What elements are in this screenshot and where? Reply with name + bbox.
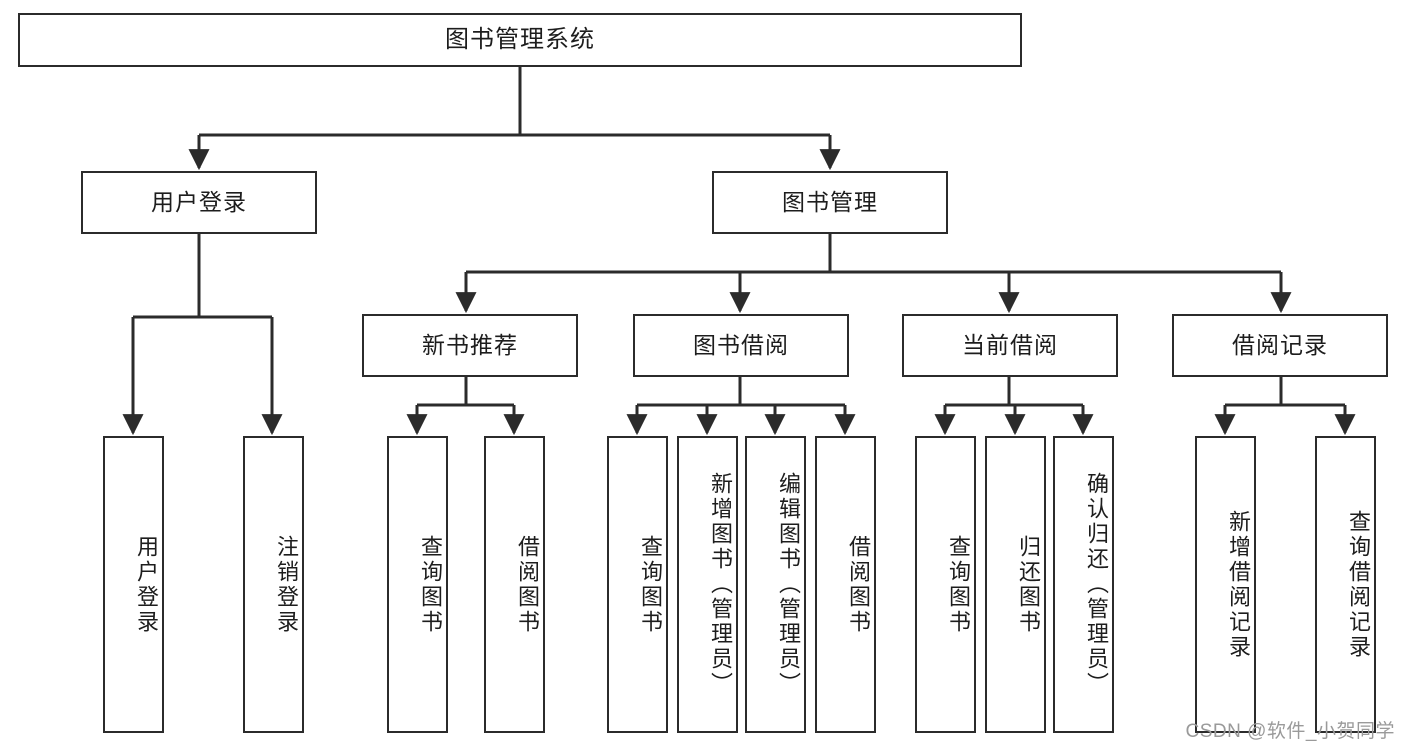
leaf-query-book-3[interactable]: 查询图书 bbox=[915, 436, 976, 733]
leaf-query-record[interactable]: 查询借阅记录 bbox=[1315, 436, 1376, 733]
leaf-logout[interactable]: 注销登录 bbox=[243, 436, 304, 733]
node-root[interactable]: 图书管理系统 bbox=[18, 13, 1022, 67]
node-current-borrow-label: 当前借阅 bbox=[962, 331, 1058, 358]
watermark: CSDN @软件_小贺同学 bbox=[1185, 721, 1395, 742]
leaf-add-record[interactable]: 新增借阅记录 bbox=[1195, 436, 1256, 733]
leaf-borrow-book-1[interactable]: 借阅图书 bbox=[484, 436, 545, 733]
leaf-query-book-1[interactable]: 查询图书 bbox=[387, 436, 448, 733]
node-new-book-recommend[interactable]: 新书推荐 bbox=[362, 314, 578, 377]
leaf-edit-book-label: 编辑图书（管理员） bbox=[776, 472, 801, 697]
node-borrow-record[interactable]: 借阅记录 bbox=[1172, 314, 1388, 377]
node-root-label: 图书管理系统 bbox=[445, 25, 595, 53]
leaf-confirm-return[interactable]: 确认归还（管理员） bbox=[1053, 436, 1114, 733]
node-book-management-label: 图书管理 bbox=[782, 188, 878, 215]
leaf-add-book-label: 新增图书（管理员） bbox=[708, 472, 733, 697]
leaf-query-book-3-label: 查询图书 bbox=[946, 534, 971, 635]
leaf-query-book-2[interactable]: 查询图书 bbox=[607, 436, 668, 733]
leaf-borrow-book-1-label: 借阅图书 bbox=[515, 534, 540, 635]
leaf-return-book[interactable]: 归还图书 bbox=[985, 436, 1046, 733]
node-book-borrow-label: 图书借阅 bbox=[693, 331, 789, 358]
leaf-confirm-return-label: 确认归还（管理员） bbox=[1084, 472, 1109, 697]
leaf-query-book-1-label: 查询图书 bbox=[418, 534, 443, 635]
leaf-user-login-label: 用户登录 bbox=[134, 534, 159, 635]
node-borrow-record-label: 借阅记录 bbox=[1232, 331, 1328, 358]
leaf-return-book-label: 归还图书 bbox=[1016, 534, 1041, 635]
node-current-borrow[interactable]: 当前借阅 bbox=[902, 314, 1118, 377]
leaf-query-book-2-label: 查询图书 bbox=[638, 534, 663, 635]
node-user-login-label: 用户登录 bbox=[151, 188, 247, 215]
leaf-user-login[interactable]: 用户登录 bbox=[103, 436, 164, 733]
leaf-edit-book[interactable]: 编辑图书（管理员） bbox=[745, 436, 806, 733]
node-book-management[interactable]: 图书管理 bbox=[712, 171, 948, 234]
node-book-borrow[interactable]: 图书借阅 bbox=[633, 314, 849, 377]
leaf-borrow-book-2-label: 借阅图书 bbox=[846, 534, 871, 635]
leaf-logout-label: 注销登录 bbox=[274, 534, 299, 635]
leaf-query-record-label: 查询借阅记录 bbox=[1346, 509, 1371, 660]
node-user-login[interactable]: 用户登录 bbox=[81, 171, 317, 234]
leaf-add-book[interactable]: 新增图书（管理员） bbox=[677, 436, 738, 733]
leaf-add-record-label: 新增借阅记录 bbox=[1226, 509, 1251, 660]
node-new-book-recommend-label: 新书推荐 bbox=[422, 331, 518, 358]
leaf-borrow-book-2[interactable]: 借阅图书 bbox=[815, 436, 876, 733]
